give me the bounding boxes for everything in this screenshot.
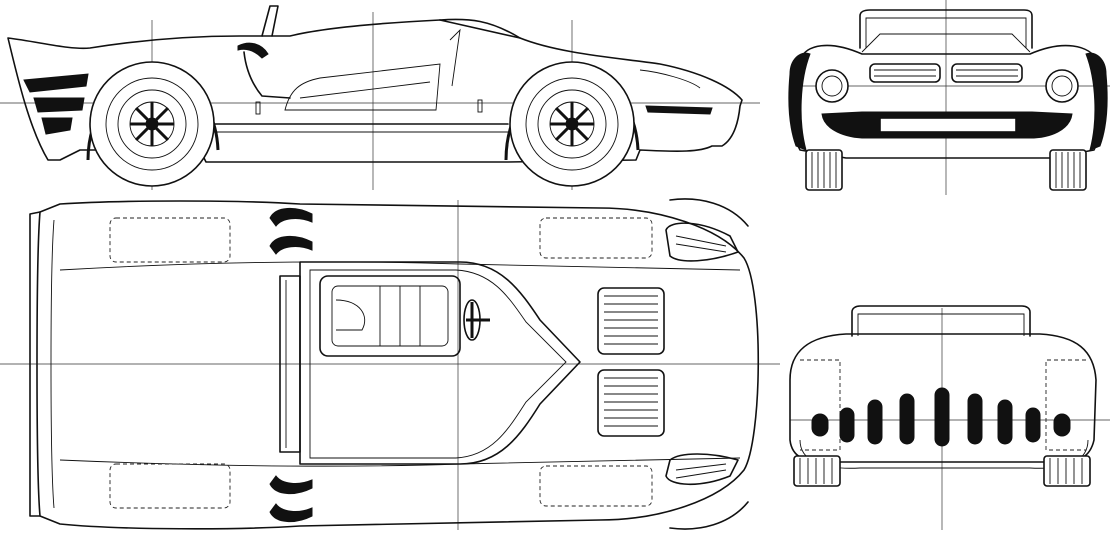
side-body-outline bbox=[7, 18, 743, 163]
top-upper-side-scoops bbox=[269, 208, 313, 255]
top-front-upper-wheel bbox=[539, 217, 653, 259]
top-lower-body-line bbox=[59, 457, 741, 467]
side-seat-back bbox=[243, 51, 291, 99]
rear-view bbox=[789, 305, 1110, 530]
rear-left-panel bbox=[800, 359, 841, 451]
front-body-outline bbox=[790, 44, 1103, 159]
front-grille-bars bbox=[874, 69, 1018, 77]
top-front-lower-wheel bbox=[539, 465, 653, 507]
side-windscreen bbox=[439, 19, 521, 39]
front-windscreen bbox=[861, 33, 1031, 53]
side-rear-handle bbox=[255, 101, 261, 115]
top-steering-wheel bbox=[463, 299, 490, 341]
side-mirror-stalk bbox=[449, 28, 461, 87]
top-headlight-hatching bbox=[675, 235, 727, 479]
top-cockpit-tub bbox=[299, 261, 581, 465]
top-upper-headlight-cover bbox=[665, 222, 739, 262]
top-front-upper-fender bbox=[669, 198, 749, 227]
top-cockpit-inner bbox=[309, 269, 567, 459]
side-rear-vents bbox=[23, 73, 89, 135]
side-rear-wheel bbox=[89, 61, 215, 187]
front-view bbox=[788, 0, 1110, 195]
top-lower-headlight-cover bbox=[665, 453, 739, 486]
rear-roll-hoop-inner bbox=[857, 313, 1025, 336]
top-view bbox=[0, 198, 780, 530]
side-front-wheel bbox=[509, 61, 635, 187]
top-seat-bolster bbox=[335, 299, 366, 331]
side-front-handle bbox=[477, 99, 483, 113]
top-front-lower-fender bbox=[669, 501, 749, 530]
front-left-headlight bbox=[815, 69, 849, 103]
top-roll-hoop bbox=[279, 275, 301, 453]
top-seat-pleats bbox=[379, 286, 421, 346]
front-right-fender-shadow bbox=[1085, 52, 1108, 151]
front-number-plate bbox=[879, 117, 1017, 133]
front-left-tire bbox=[805, 149, 843, 191]
top-upper-hood-louvers bbox=[597, 287, 665, 355]
top-body-outline bbox=[36, 200, 760, 530]
front-roll-hoop bbox=[859, 9, 1033, 49]
side-door-crease bbox=[299, 81, 431, 99]
front-right-tire bbox=[1049, 149, 1087, 191]
rear-left-tire bbox=[793, 455, 841, 487]
rear-right-panel bbox=[1045, 359, 1086, 451]
rear-grille-vents bbox=[811, 387, 1071, 447]
front-right-upper-grille bbox=[951, 63, 1023, 83]
front-left-fender-shadow bbox=[788, 52, 811, 151]
top-upper-body-line bbox=[59, 261, 741, 271]
side-door-panel bbox=[284, 63, 441, 111]
front-right-headlight bbox=[1045, 69, 1079, 103]
top-rear-upper-wheel bbox=[109, 217, 231, 263]
top-rear-edge-inner bbox=[50, 219, 55, 509]
front-roll-hoop-inner bbox=[865, 17, 1027, 48]
top-seat-cushion bbox=[331, 285, 449, 347]
top-lower-hood-louvers bbox=[597, 369, 665, 437]
side-view bbox=[0, 5, 760, 190]
front-left-upper-grille bbox=[869, 63, 941, 83]
side-front-vent bbox=[645, 105, 713, 115]
rear-right-tire bbox=[1043, 455, 1091, 487]
top-rear-lip bbox=[29, 211, 41, 517]
top-rear-lower-wheel bbox=[109, 463, 231, 509]
top-lower-side-scoops bbox=[269, 475, 313, 522]
side-headlight-cover bbox=[639, 69, 701, 89]
side-roll-hoop bbox=[261, 5, 279, 37]
rear-roll-hoop bbox=[851, 305, 1031, 337]
top-seat-frame bbox=[319, 275, 461, 357]
side-headrest bbox=[237, 42, 269, 59]
